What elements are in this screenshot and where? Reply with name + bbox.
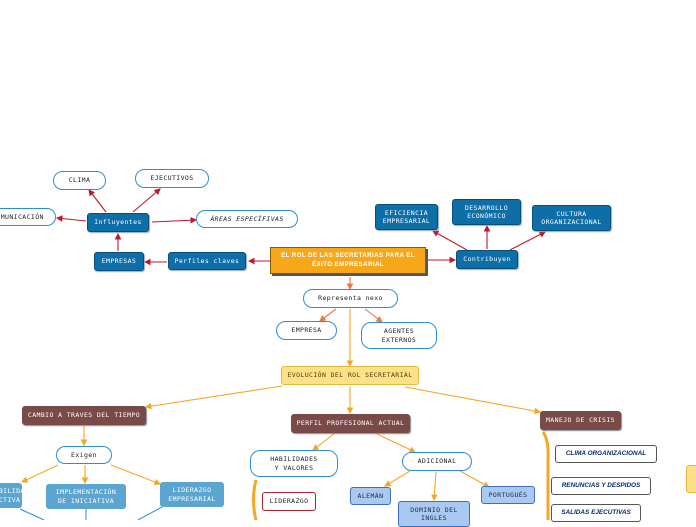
liderazgo-node[interactable]: LIDERAZGO: [262, 492, 316, 511]
line-liderazgo-down: [137, 506, 163, 520]
implementacion-node[interactable]: IMPLEMENTACIÓN DE INICIATIVA: [46, 484, 126, 509]
arrow-adicional-aleman: [384, 470, 411, 487]
eficiencia-node[interactable]: EFICIENCIA EMPRESARIAL: [375, 204, 438, 230]
arrow-exigen-liderazgo: [110, 464, 162, 486]
evolucion-node[interactable]: EVOLUCIÓN DEL ROL SECRETARIAL: [281, 366, 419, 385]
center-topic[interactable]: EL ROL DE LAS SECRETARIAS PARA EL ÉXITO …: [270, 247, 426, 274]
clima-node[interactable]: CLIMA: [53, 171, 106, 190]
arrow-adicional-portugues: [459, 470, 490, 488]
line-adaptabilidad-down: [19, 508, 45, 520]
desarrollo-node[interactable]: DESARROLLO ECONÓMICO: [452, 199, 521, 225]
dominio-ingles-node[interactable]: DOMINIO DEL INGLES: [398, 501, 470, 527]
salidas-ejecutivas-node[interactable]: SALIDAS EJECUTIVAS: [551, 504, 641, 522]
perfil-profesional-node[interactable]: PERFIL PROFESIONAL ACTUAL: [291, 414, 410, 433]
ejecutivos-node[interactable]: EJECUTIVOS: [135, 169, 209, 188]
adaptabilidad-node[interactable]: ADAPTABILIDAD PROACTIVA: [0, 483, 29, 508]
offscreen-node-edge: [686, 465, 696, 493]
arrow-influyentes-clima: [88, 189, 107, 213]
arrow-evolucion-manejo: [404, 386, 542, 415]
portugues-node[interactable]: PORTUGUÉS: [481, 486, 535, 504]
arrow-perfil-adicional: [374, 432, 416, 453]
cambio-tiempo-node[interactable]: CAMBIO A TRAVES DEL TIEMPO: [22, 406, 146, 425]
bracket-manejo: [541, 431, 550, 520]
arrow-adicional-dominio: [431, 471, 438, 502]
contribuyen-node[interactable]: Contribuyen: [456, 250, 518, 269]
arrow-influyentes-areas: [151, 216, 198, 224]
cultura-node[interactable]: CULTURA ORGANIZACIONAL: [532, 205, 611, 231]
areas-especificas-node[interactable]: ÁREAS ESPECÍFIVAS: [196, 210, 298, 228]
arrow-evolucion-cambio: [144, 385, 283, 410]
renuncias-despidos-node[interactable]: RENUNCIAS Y DESPIDOS: [551, 477, 651, 495]
habilidades-valores-node[interactable]: HABILIDADES Y VALORES: [250, 450, 338, 477]
perfiles-claves-node[interactable]: Perfiles claves: [168, 252, 246, 270]
comunicacion-node[interactable]: COMUNICACIÓN: [0, 208, 56, 226]
manejo-crisis-node[interactable]: MANEJO DE CRISIS: [540, 411, 621, 430]
arrow-contribuyen-cultura: [509, 231, 546, 251]
empresa-node[interactable]: EMPRESA: [276, 321, 337, 340]
empresas-node[interactable]: EMPRESAS: [94, 252, 144, 271]
arrow-influyentes-ejecutivos: [132, 188, 161, 213]
liderazgo-empresarial-node[interactable]: LIDERAZGO EMPRESARIAL: [160, 482, 224, 507]
influyentes-node[interactable]: Influyentes: [87, 213, 149, 232]
arrow-perfil-habilidades: [312, 432, 336, 451]
arrow-influyentes-comunicacion: [55, 215, 87, 222]
adicional-node[interactable]: ADICIONAL: [402, 452, 472, 471]
representa-nexo-node[interactable]: Representa nexo: [303, 289, 398, 308]
agentes-externos-node[interactable]: AGENTES EXTERNOS: [361, 322, 437, 349]
aleman-node[interactable]: ALEMÁN: [350, 487, 391, 505]
bracket-habilidades: [252, 479, 258, 520]
arrow-contribuyen-eficiencia: [432, 230, 468, 251]
exigen-node[interactable]: Exigen: [56, 446, 112, 464]
arrow-nexo-agentes: [364, 308, 383, 323]
arrow-exigen-adaptabilidad: [21, 464, 59, 483]
clima-organizacional-node[interactable]: CLIMA ORGANIZACIONAL: [555, 445, 657, 463]
arrow-nexo-empresa: [319, 308, 337, 322]
